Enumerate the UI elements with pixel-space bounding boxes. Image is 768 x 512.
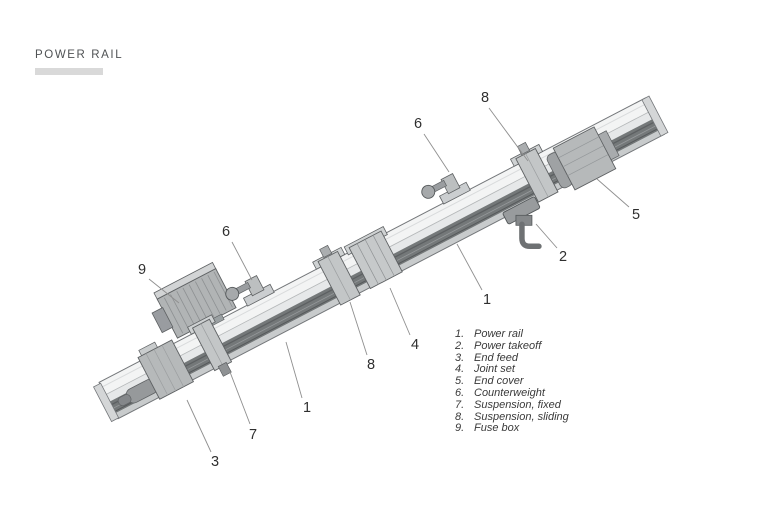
legend-item-label: Suspension, sliding <box>474 410 569 423</box>
legend-item-number: 6. <box>455 386 465 399</box>
leader-line <box>423 133 450 173</box>
end-feed-part <box>117 339 195 407</box>
legend-item-label: Power takeoff <box>474 339 542 352</box>
callout-number: 4 <box>411 337 419 353</box>
legend: 1. Power rail 2. Power takeoff 3. End feed 4. J… <box>455 328 569 435</box>
counterweight-right-part <box>421 172 471 205</box>
leader-line <box>285 341 303 399</box>
suspension-sliding-left-part <box>312 244 361 306</box>
legend-item-label: Counterweight <box>474 386 545 399</box>
callout-layer: 8 6 5 2 1 9 6 8 4 1 7 3 <box>138 90 640 470</box>
legend-item-label: Fuse box <box>474 422 520 435</box>
end-cover-part <box>546 126 620 191</box>
leader-line <box>535 223 558 249</box>
legend-item: 1. Power rail <box>455 328 569 341</box>
leader-line <box>596 178 630 208</box>
legend-item: 8. Suspension, sliding <box>455 410 569 424</box>
legend-item-label: End feed <box>474 351 519 364</box>
power-takeoff-part <box>502 196 542 250</box>
joint-set-part <box>343 226 403 290</box>
callout-number: 8 <box>481 90 489 106</box>
leader-line <box>186 399 212 453</box>
leader-line <box>389 287 411 336</box>
legend-item-label: Suspension, fixed <box>474 398 561 411</box>
legend-item-number: 1. <box>455 328 465 340</box>
legend-item-number: 7. <box>455 398 465 411</box>
legend-item: 2. Power takeoff <box>455 339 569 353</box>
counterweight-left-part <box>225 275 275 307</box>
callout-number: 6 <box>222 224 230 240</box>
leader-line <box>231 241 253 281</box>
header: POWER RAIL <box>35 49 123 75</box>
legend-item: 5. End cover <box>455 375 569 388</box>
callout-number: 7 <box>249 427 257 443</box>
legend-item-label: Joint set <box>474 363 515 376</box>
callout-number: 3 <box>211 454 219 470</box>
leader-line <box>229 371 251 425</box>
legend-item-label: End cover <box>474 375 524 388</box>
legend-item-label: Power rail <box>474 328 523 340</box>
legend-item-number: 2. <box>455 339 465 352</box>
callout-number: 2 <box>559 249 567 265</box>
legend-item-number: 8. <box>455 410 465 423</box>
title-underline-bar <box>35 68 103 75</box>
leader-line <box>349 301 368 356</box>
leader-line <box>148 278 180 304</box>
callout-number: 5 <box>632 207 640 223</box>
suspension-fixed-part <box>187 314 233 377</box>
callout-number: 1 <box>483 292 491 308</box>
legend-item-number: 9. <box>455 422 465 435</box>
legend-item: 6. Counterweight <box>455 386 569 400</box>
leader-line <box>488 107 529 162</box>
rail-assembly <box>93 95 669 423</box>
legend-item: 9. Fuse box <box>455 423 569 435</box>
legend-item-number: 3. <box>455 351 465 364</box>
legend-item: 3. End feed <box>455 351 569 365</box>
leader-line <box>456 243 483 291</box>
callout-number: 1 <box>303 400 311 416</box>
callout-number: 9 <box>138 262 146 278</box>
legend-item-number: 4. <box>455 363 465 376</box>
callout-number: 6 <box>414 116 422 132</box>
legend-item: 4. Joint set <box>455 364 569 376</box>
callout-number: 8 <box>367 357 375 373</box>
page-title: POWER RAIL <box>35 49 124 61</box>
legend-item-number: 5. <box>455 375 465 388</box>
legend-item: 7. Suspension, fixed <box>455 398 569 412</box>
